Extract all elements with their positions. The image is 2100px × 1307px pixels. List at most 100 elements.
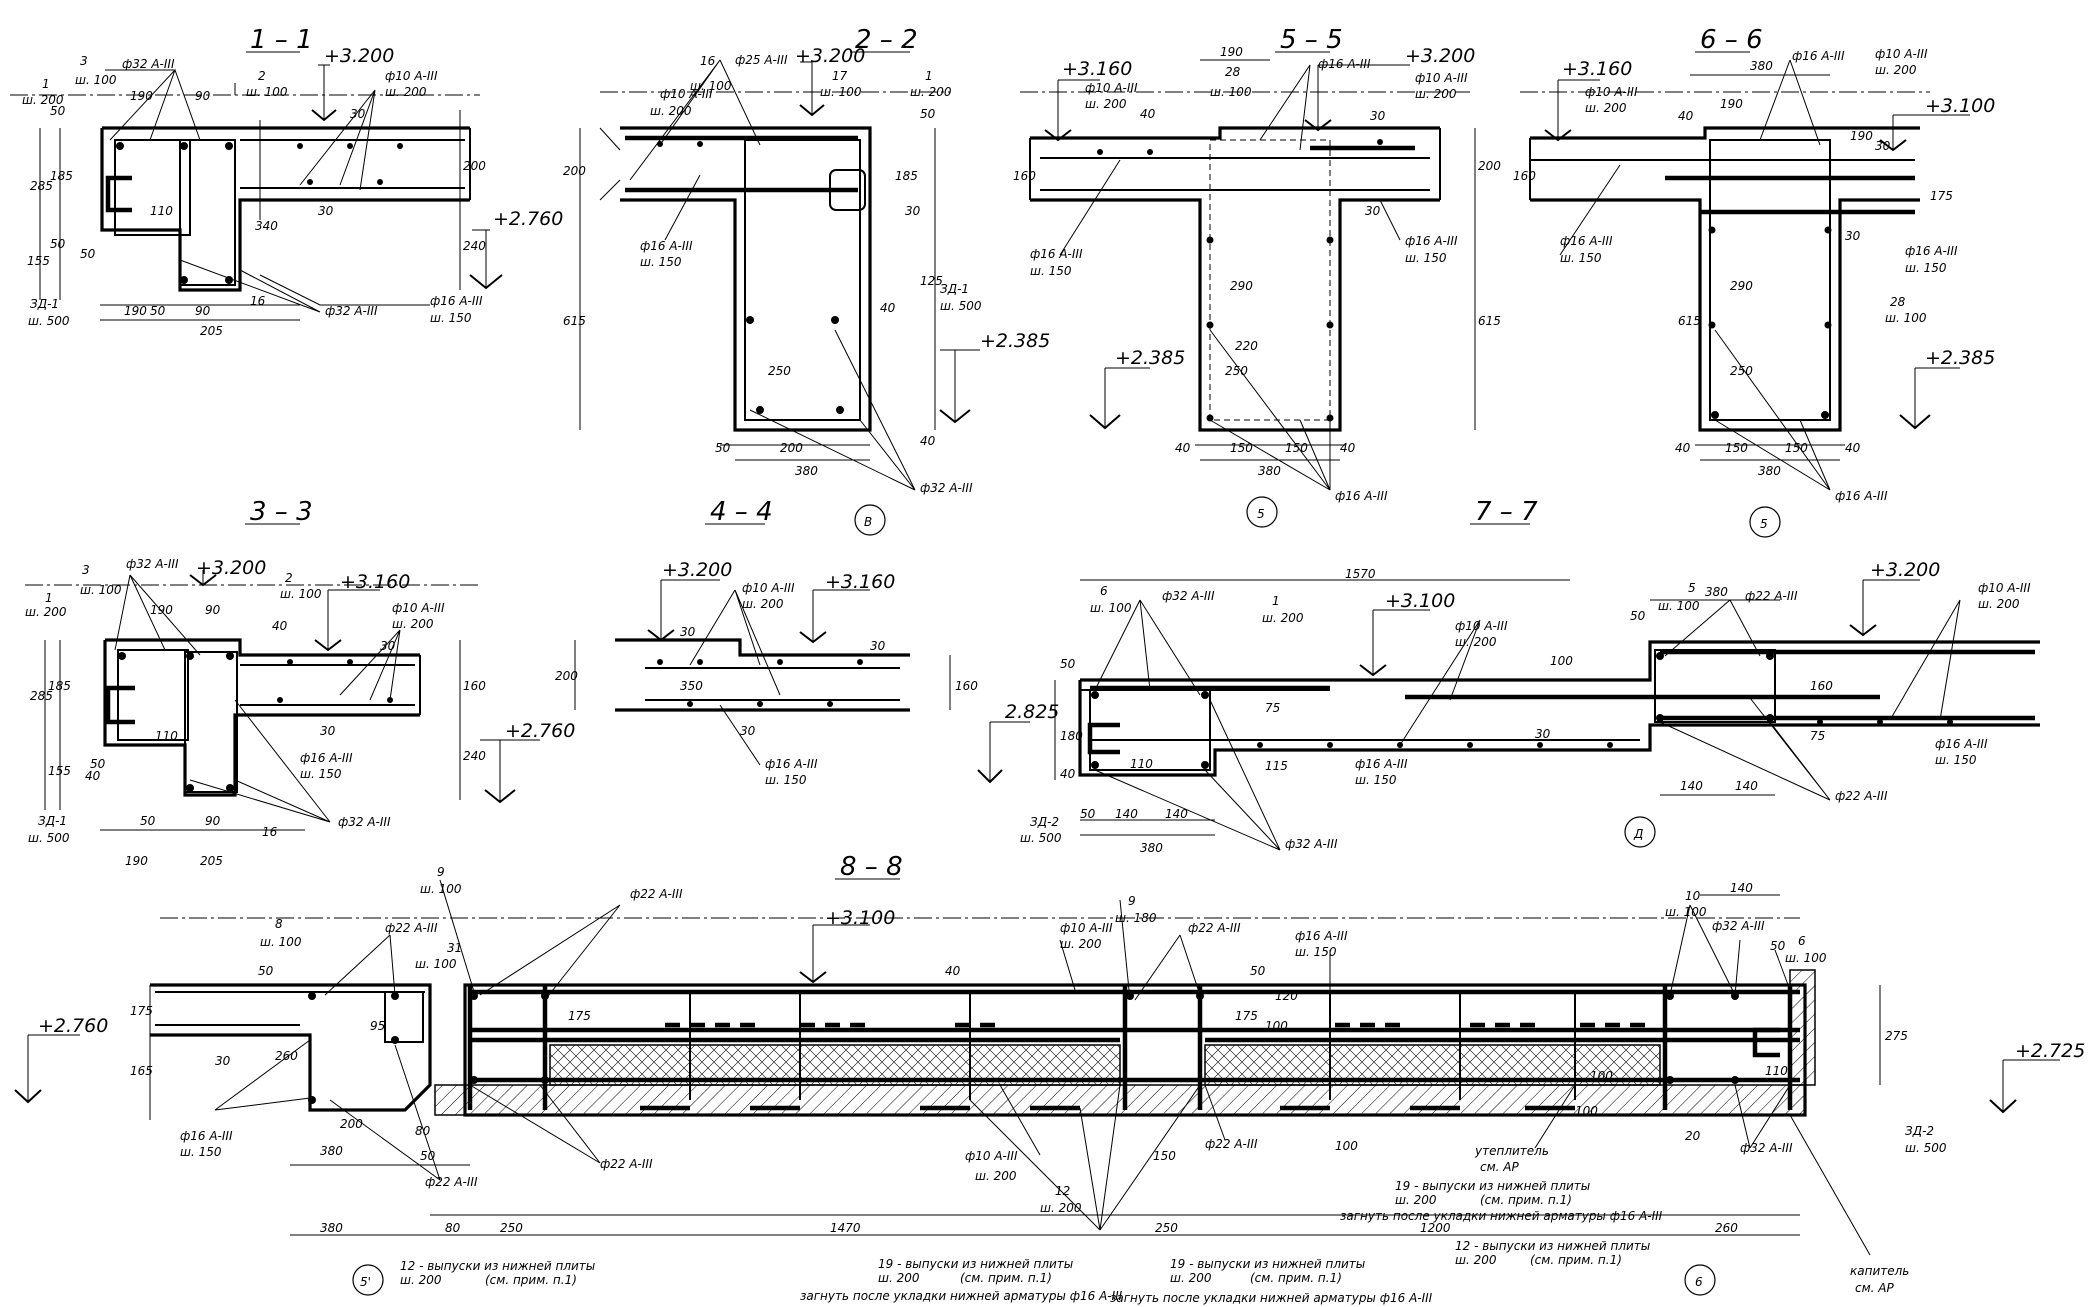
dims-d30b: 30 bbox=[870, 639, 886, 653]
labels-capitel: капитель bbox=[1850, 1264, 1909, 1278]
dims-d30b: 30 bbox=[320, 724, 336, 738]
labels-step100d: ш. 100 bbox=[1665, 905, 1707, 919]
dims-d50d: 50 bbox=[150, 304, 166, 318]
dims-d90: 90 bbox=[195, 89, 211, 103]
labels-bar-ф16b-step: ш. 150 bbox=[1405, 251, 1447, 265]
dims-d110: 110 bbox=[150, 204, 173, 218]
labels-n8: 8 bbox=[275, 917, 283, 931]
labels-bar-10-step: ш. 200 bbox=[1455, 635, 1497, 649]
labels-bar-32b: ф32 А-III bbox=[1740, 1141, 1793, 1155]
labels-step200a: ш. 200 bbox=[1585, 101, 1627, 115]
dims-d165: 165 bbox=[130, 1064, 153, 1078]
labels-bar-10: ф10 А-III bbox=[392, 601, 445, 615]
dims-d40: 40 bbox=[1678, 109, 1694, 123]
dims-d160: 160 bbox=[955, 679, 978, 693]
labels-bar-ф16b: ф16 А-III bbox=[1905, 244, 1958, 258]
labels-bar-top: ф32 А-III bbox=[126, 557, 179, 571]
dims-d30: 30 bbox=[905, 204, 921, 218]
dims-d100a: 100 bbox=[1265, 1019, 1288, 1033]
s66-axis: 5 bbox=[1760, 517, 1768, 531]
labels-n9b: 9 bbox=[1128, 894, 1136, 908]
dims-d160: 160 bbox=[1513, 169, 1536, 183]
dims-d200: 200 bbox=[563, 164, 586, 178]
dims-d190: 190 bbox=[1720, 97, 1743, 111]
dims-d30b: 30 bbox=[1845, 229, 1861, 243]
dims-d50c: 50 bbox=[80, 247, 96, 261]
labels-capitel-ref: см. АР bbox=[1855, 1281, 1894, 1295]
dims-d380: 380 bbox=[795, 464, 818, 478]
labels-n3: 3 bbox=[80, 54, 88, 68]
labels-note19b-3: (см. прим. п.1) bbox=[960, 1271, 1052, 1285]
s88-axis-left: 5' bbox=[360, 1275, 371, 1289]
labels-bar-10r: ф10 А-III bbox=[1978, 581, 2031, 595]
labels-step200: ш. 200 bbox=[22, 93, 64, 107]
labels-bar-top: ф16 А-III bbox=[1792, 49, 1845, 63]
dims-d190: 190 bbox=[130, 89, 153, 103]
s77-title: 7 – 7 bbox=[1475, 497, 1538, 527]
dims-d250b: 250 bbox=[1155, 1221, 1178, 1235]
dims-d50b: 50 bbox=[920, 107, 936, 121]
dims-d190: 190 bbox=[1220, 45, 1243, 59]
labels-step100b: ш. 100 bbox=[260, 935, 302, 949]
s77-elev-right: +3.200 bbox=[1870, 559, 1940, 581]
labels-step100: ш. 100 bbox=[80, 583, 122, 597]
dims-d615: 615 bbox=[1478, 314, 1501, 328]
dims-d50d: 50 bbox=[1250, 964, 1266, 978]
s11-elev-bottom: +2.760 bbox=[493, 208, 563, 230]
dims-d615: 615 bbox=[563, 314, 586, 328]
dims-d110: 110 bbox=[1130, 757, 1153, 771]
labels-note12a-3: (см. прим. п.1) bbox=[485, 1273, 577, 1287]
dims-d40b: 40 bbox=[920, 434, 936, 448]
s55-elev-left: +3.160 bbox=[1062, 58, 1132, 80]
labels-bar-22a: ф22 А-III bbox=[385, 921, 438, 935]
dims-d200: 200 bbox=[555, 669, 578, 683]
labels-bar-ф16: ф16 А-III bbox=[1355, 757, 1408, 771]
labels-note19c-1: 19 - выпуски из нижней плиты bbox=[1170, 1257, 1365, 1271]
s55-elev-right: +3.200 bbox=[1405, 45, 1475, 67]
labels-step100: ш. 100 bbox=[75, 73, 117, 87]
labels-n3: 3 bbox=[82, 563, 90, 577]
dims-d100b: 100 bbox=[1590, 1069, 1613, 1083]
labels-n5: 5 bbox=[1688, 581, 1696, 595]
labels-bar-10: ф10 А-III bbox=[660, 87, 713, 101]
dims-d40: 40 bbox=[945, 964, 961, 978]
dims-d100: 100 bbox=[1550, 654, 1573, 668]
s11-elev-top: +3.200 bbox=[324, 45, 394, 67]
labels-zd-step: ш. 500 bbox=[28, 314, 70, 328]
dims-d285: 285 bbox=[30, 689, 53, 703]
dims-d200: 200 bbox=[340, 1117, 363, 1131]
dims-d50: 50 bbox=[715, 441, 731, 455]
labels-step100e: ш. 100 bbox=[1785, 951, 1827, 965]
labels-note19a-2: ш. 200 bbox=[1395, 1193, 1437, 1207]
section-2-2-title: 2 – 2 bbox=[855, 25, 918, 55]
labels-insul-ref: см. АР bbox=[1480, 1160, 1519, 1174]
dims-d350: 350 bbox=[680, 679, 703, 693]
section-3-3: 3 – 3 +3.200 +3.160 +2.760 3 1 bbox=[25, 497, 575, 868]
s44-elev-left: +3.200 bbox=[662, 559, 732, 581]
dims-d80a: 80 bbox=[415, 1124, 431, 1138]
labels-bar-10-right: ф10 А-III bbox=[1415, 71, 1468, 85]
s88-axis-right: 6 bbox=[1695, 1275, 1703, 1289]
dims-d250: 250 bbox=[1730, 364, 1753, 378]
s22-axis: В bbox=[864, 515, 872, 529]
labels-bar-10a: ф10 А-III bbox=[1585, 85, 1638, 99]
dims-d50a: 50 bbox=[258, 964, 274, 978]
dims-d115: 115 bbox=[1265, 759, 1288, 773]
dims-d275: 275 bbox=[1885, 1029, 1908, 1043]
labels-bar-ф16-step: ш. 150 bbox=[430, 311, 472, 325]
labels-note12b-1: 12 - выпуски из нижней плиты bbox=[1455, 1239, 1650, 1253]
dims-d50c: 50 bbox=[1770, 939, 1786, 953]
labels-bar-32: ф32 А-III bbox=[1162, 589, 1215, 603]
dims-d290: 290 bbox=[1730, 279, 1753, 293]
s44-elev-right: +3.160 bbox=[825, 571, 895, 593]
labels-zd: ЗД-1 bbox=[30, 297, 59, 311]
dims-d40b: 40 bbox=[1845, 441, 1861, 455]
dims-d260b: 260 bbox=[1715, 1221, 1738, 1235]
labels-bar-ф16: ф16 А-III bbox=[640, 239, 693, 253]
labels-step200: ш. 200 bbox=[25, 605, 67, 619]
labels-bar-ф16l-step: ш. 150 bbox=[180, 1145, 222, 1159]
labels-bar-ф16b-step: ш. 150 bbox=[1905, 261, 1947, 275]
dims-d30b: 30 bbox=[350, 107, 366, 121]
dims-d40a: 40 bbox=[1175, 441, 1191, 455]
